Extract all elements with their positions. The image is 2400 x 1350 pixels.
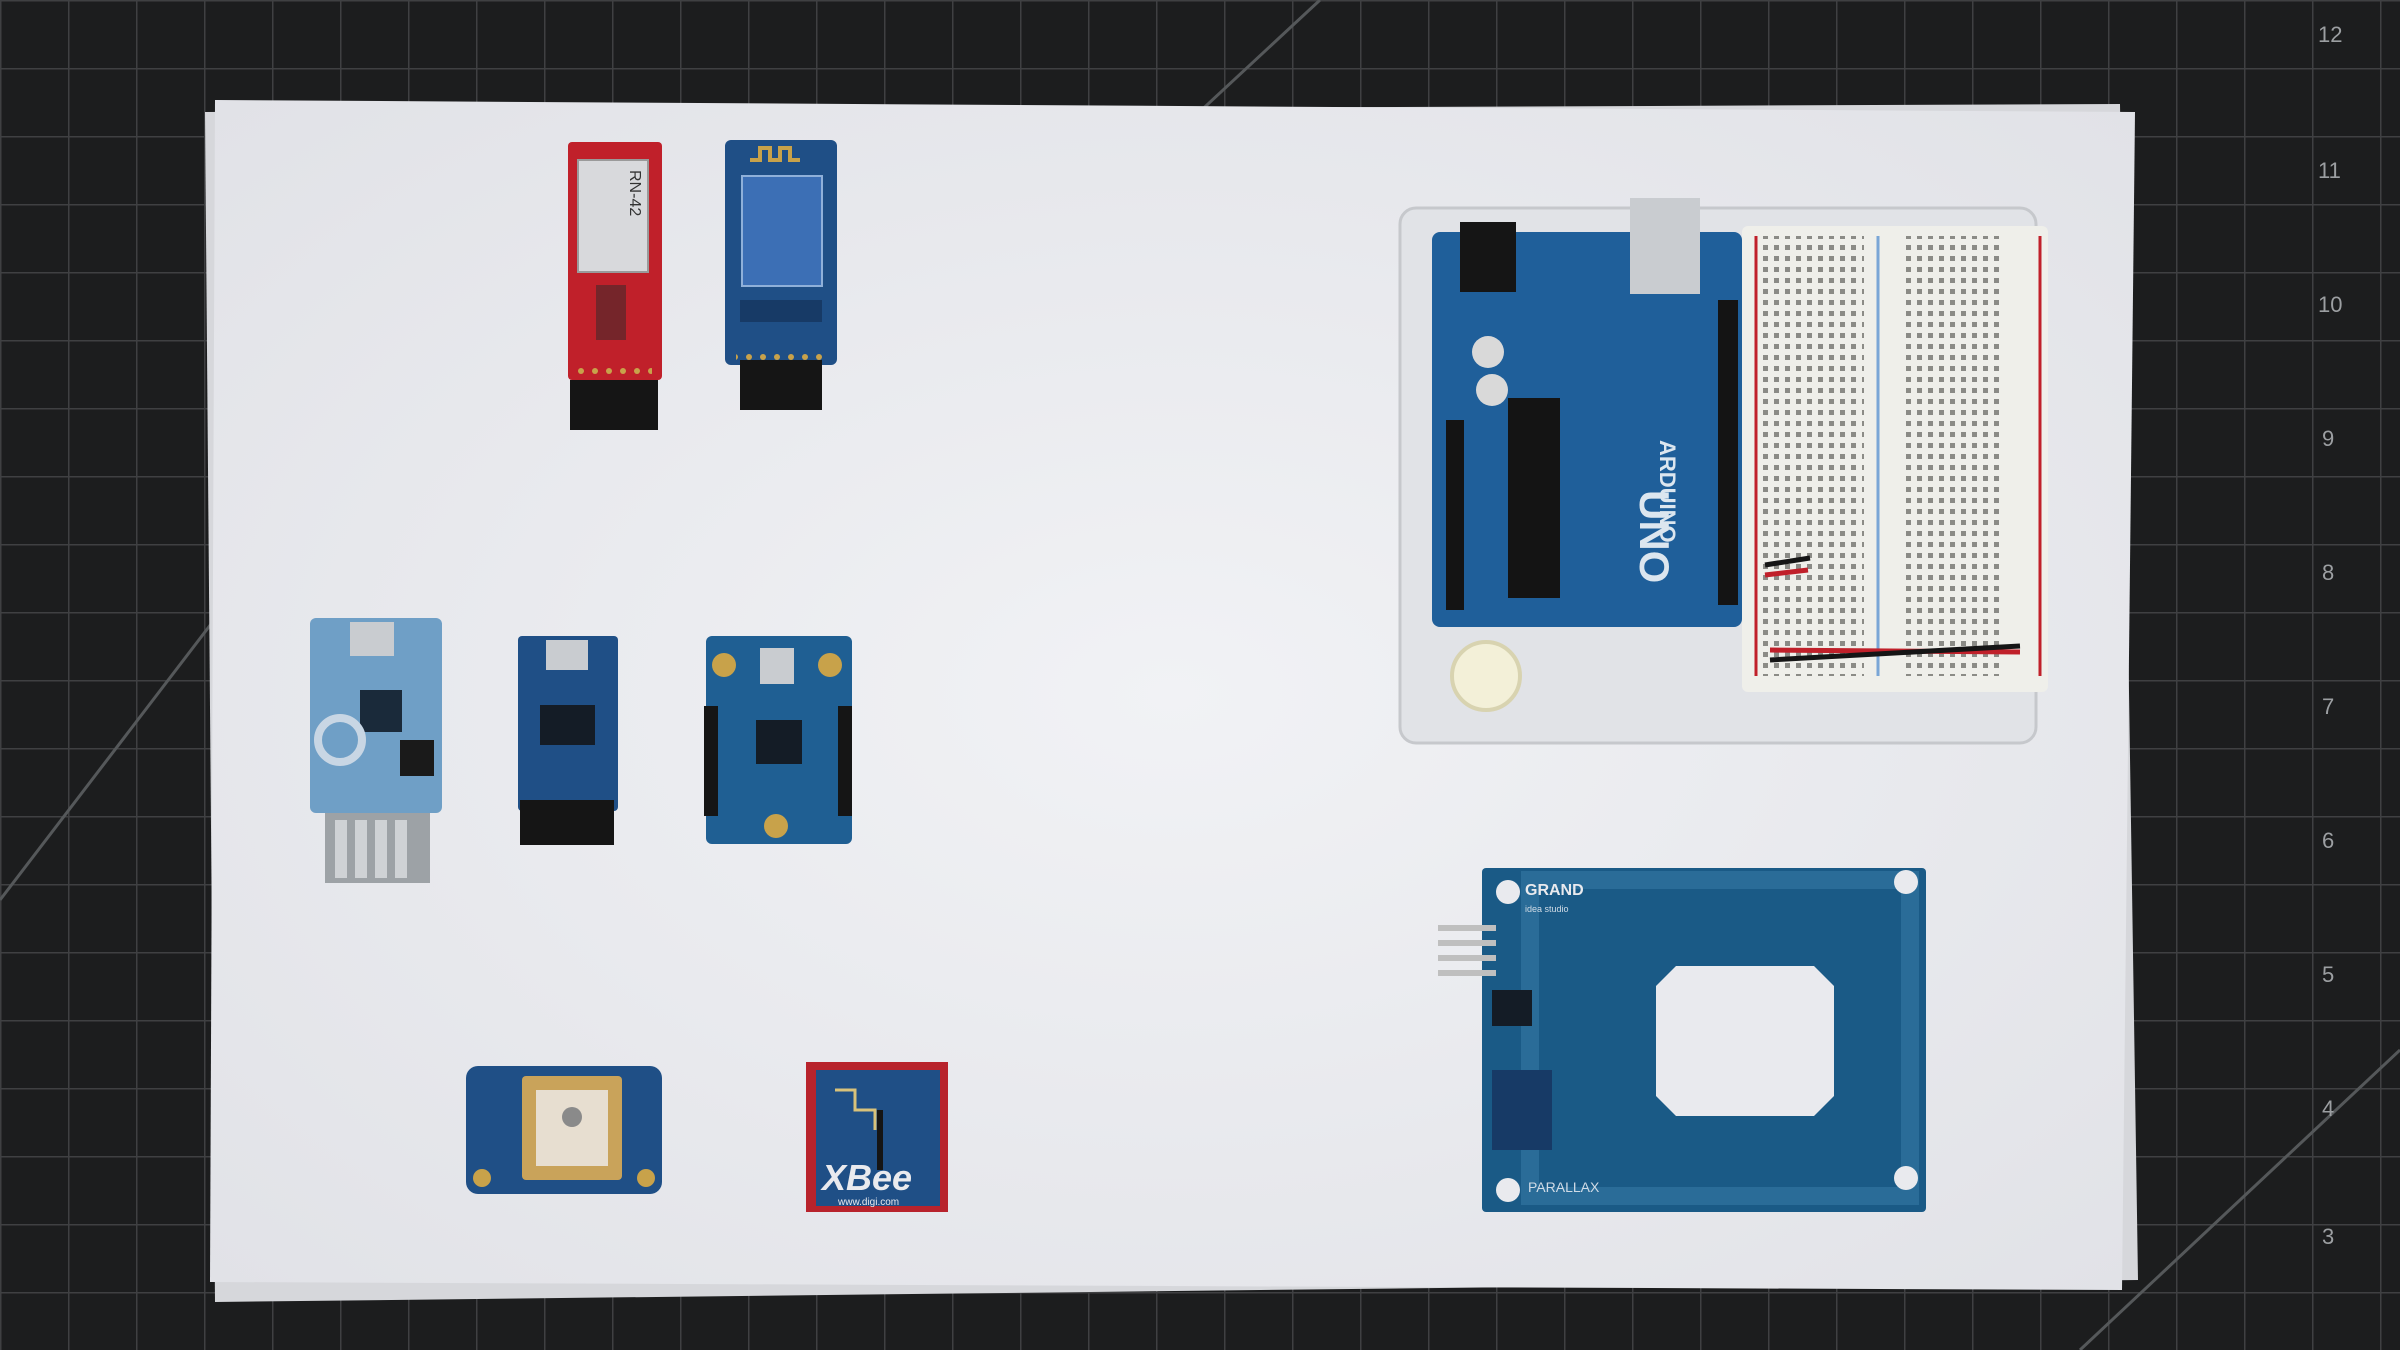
bluetooth-module-red: RN-42 bbox=[568, 142, 662, 430]
module-label: RN-42 bbox=[626, 170, 643, 216]
xbee-radio-module: XBee www.digi.com bbox=[806, 1062, 948, 1212]
ruler-mark: 7 bbox=[2322, 694, 2334, 719]
usb-serial-adapter-light bbox=[310, 618, 442, 883]
ruler-scale: 12 11 10 9 8 7 6 5 4 3 bbox=[2318, 22, 2342, 1249]
rfid-reader-board: GRAND idea studio PARALLAX bbox=[1438, 868, 1926, 1212]
mat-diagonal-line-3 bbox=[2078, 1048, 2400, 1350]
ruler-mark: 11 bbox=[2318, 158, 2341, 183]
arduino-brand-text: ARDUINO bbox=[1655, 440, 1680, 543]
gps-breakout-board bbox=[466, 1066, 662, 1194]
xbee-logo-text: XBee bbox=[820, 1157, 912, 1198]
ruler-mark: 4 bbox=[2322, 1096, 2334, 1121]
ruler-mark: 6 bbox=[2322, 828, 2334, 853]
rfid-sub-text: idea studio bbox=[1525, 904, 1569, 914]
ftdi-basic-board bbox=[518, 636, 618, 845]
ruler-mark: 10 bbox=[2318, 292, 2342, 317]
bluetooth-module-blue bbox=[725, 140, 837, 410]
rfid-maker-text: PARALLAX bbox=[1528, 1179, 1600, 1195]
arduino-breadboard-kit: ARDUINO UNO bbox=[1398, 198, 2048, 745]
ruler-mark: 12 bbox=[2318, 22, 2342, 47]
ruler-mark: 8 bbox=[2322, 560, 2334, 585]
rfid-brand-text: GRAND bbox=[1525, 882, 1584, 899]
xbee-url-text: www.digi.com bbox=[837, 1197, 899, 1208]
ruler-mark: 9 bbox=[2322, 426, 2334, 451]
xbee-explorer-board bbox=[704, 636, 852, 844]
ruler-mark: 5 bbox=[2322, 962, 2334, 987]
ruler-mark: 3 bbox=[2322, 1224, 2334, 1249]
arduino-model-text: UNO bbox=[1631, 490, 1678, 583]
